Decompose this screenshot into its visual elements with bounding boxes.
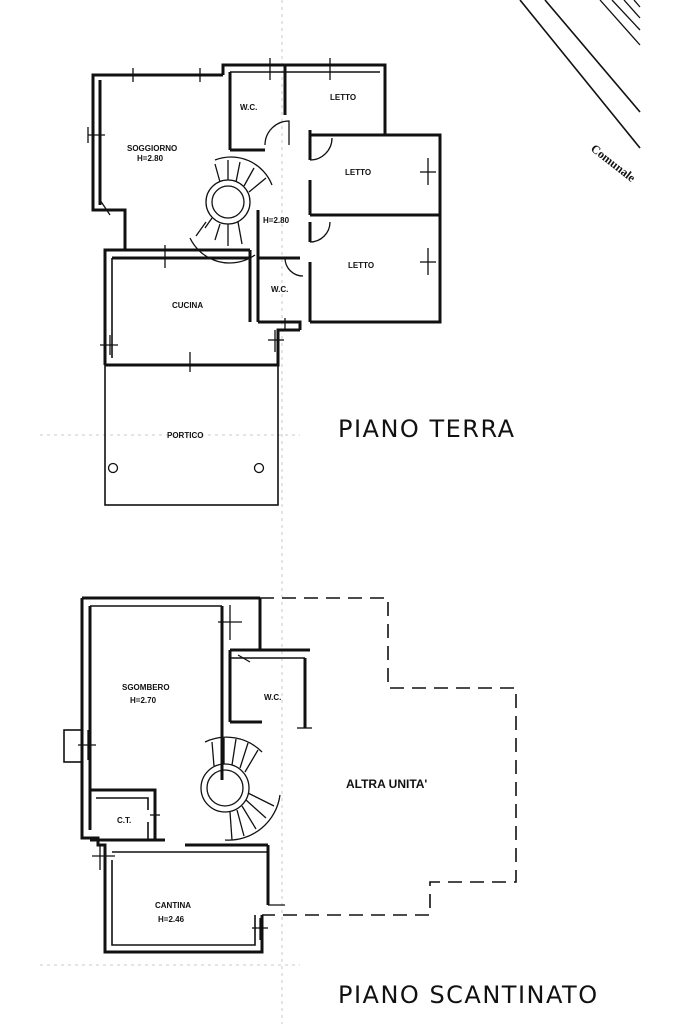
room-soggiorno: SOGGIORNO: [127, 144, 177, 153]
room-cucina: CUCINA: [172, 301, 203, 310]
room-letto-2: LETTO: [345, 168, 371, 177]
road-edge: [519, 0, 641, 149]
road-label: Comunale: [588, 141, 639, 185]
room-sgombero-height: H=2.70: [130, 696, 157, 705]
room-sgombero: SGOMBERO: [122, 683, 170, 692]
room-ct: C.T.: [117, 816, 131, 825]
basement-plan: [63, 596, 517, 954]
basement-title: PIANO SCANTINATO: [338, 981, 599, 1009]
room-cantina-height: H=2.46: [158, 915, 185, 924]
spiral-stair-basement: [200, 736, 281, 841]
room-cantina: CANTINA: [155, 901, 191, 910]
room-letto-3: LETTO: [348, 261, 374, 270]
room-wc-1: W.C.: [240, 103, 257, 112]
spiral-stair-ground: [189, 156, 273, 264]
room-wc-basement: W.C.: [264, 693, 281, 702]
room-soggiorno-height: H=2.80: [137, 154, 164, 163]
altra-unita-label: ALTRA UNITA': [346, 777, 427, 791]
room-portico: PORTICO: [167, 431, 203, 440]
ground-floor-plan: [87, 58, 442, 506]
hall-height: H=2.80: [263, 216, 290, 225]
construction-guides: [40, 0, 300, 1024]
room-wc-2: W.C.: [271, 285, 288, 294]
ground-floor-title: PIANO TERRA: [338, 415, 516, 443]
room-letto-1: LETTO: [330, 93, 356, 102]
